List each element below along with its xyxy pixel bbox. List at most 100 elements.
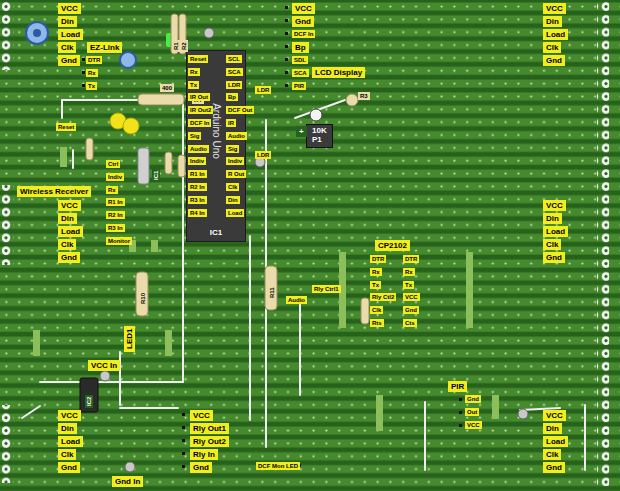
pin-label: SDL bbox=[292, 56, 308, 64]
part-label: + bbox=[296, 126, 307, 137]
pin-label: R2 In bbox=[188, 183, 207, 191]
pin-label: Din bbox=[58, 16, 77, 27]
capacitor-symbol bbox=[26, 22, 48, 44]
header-pin bbox=[285, 84, 288, 87]
pin-label: Clk bbox=[370, 306, 383, 314]
pin-label: Din bbox=[543, 213, 562, 224]
resistor-symbol bbox=[265, 266, 277, 310]
pin-label: CP2102 bbox=[375, 240, 410, 251]
pin-label: Reset bbox=[56, 123, 76, 131]
pin-label: IR Out2 bbox=[188, 106, 213, 114]
pin-label: VCC bbox=[543, 200, 566, 211]
pin-label: DCF In bbox=[292, 30, 315, 38]
pad-symbol bbox=[518, 409, 528, 419]
pin-label: Tx bbox=[403, 281, 414, 289]
pin-label: Load bbox=[226, 209, 244, 217]
pin-label: VCC bbox=[543, 3, 566, 14]
pin-label: R3 In bbox=[188, 196, 207, 204]
header-pin bbox=[285, 19, 288, 22]
part-label: 400 bbox=[160, 84, 174, 92]
header-band bbox=[376, 395, 383, 431]
header-pin bbox=[182, 452, 185, 455]
part-label: IC2 bbox=[85, 395, 93, 408]
wire bbox=[182, 100, 184, 382]
pin-label: VCC bbox=[403, 293, 420, 301]
pin-label: DTR bbox=[403, 255, 419, 263]
part-label: R11 bbox=[268, 285, 276, 300]
pin-label: R3 In bbox=[106, 224, 125, 232]
header-pin bbox=[182, 426, 185, 429]
pin-label: Gnd bbox=[58, 252, 80, 263]
pin-label: Gnd bbox=[543, 252, 565, 263]
header-pin bbox=[459, 424, 462, 427]
capacitor-symbol bbox=[33, 29, 41, 37]
resistor-symbol bbox=[361, 298, 369, 324]
resistor-symbol bbox=[86, 138, 93, 160]
capacitor-symbol bbox=[123, 118, 139, 134]
pin-label: Out bbox=[465, 408, 479, 416]
header-band bbox=[33, 330, 40, 356]
wire bbox=[62, 99, 150, 101]
pin-label: LCD Display bbox=[312, 67, 365, 78]
pin-label: R4 In bbox=[188, 209, 207, 217]
part-ref: IC1 bbox=[187, 228, 245, 237]
wire bbox=[424, 402, 426, 470]
part-label: IC1 bbox=[152, 169, 160, 182]
wire bbox=[249, 236, 251, 420]
pin-label: PIR bbox=[292, 82, 306, 90]
pin-label: Bp bbox=[292, 42, 309, 53]
pin-label: SCL bbox=[226, 55, 242, 63]
potentiometer-box: 10KP1 bbox=[306, 124, 333, 148]
pin-label: Gnd bbox=[58, 462, 80, 473]
header-pin bbox=[285, 45, 288, 48]
pin-label: Rly Out1 bbox=[190, 423, 229, 434]
pin-label: Audio bbox=[286, 296, 307, 304]
header-pin bbox=[285, 58, 288, 61]
pin-label: Rly In bbox=[190, 449, 218, 460]
pin-label: Din bbox=[543, 423, 562, 434]
wire bbox=[72, 150, 74, 168]
pin-label: VCC bbox=[58, 200, 81, 211]
pin-label: Cts bbox=[403, 319, 417, 327]
header-pin bbox=[285, 32, 288, 35]
pin-label: VCC bbox=[58, 3, 81, 14]
wire bbox=[299, 300, 301, 395]
pin-label: Indiv bbox=[226, 157, 244, 165]
pin-label: Sig bbox=[188, 132, 201, 140]
pin-label: VCC bbox=[190, 410, 213, 421]
pot-screw bbox=[310, 109, 322, 121]
pin-label: Clk bbox=[58, 239, 76, 250]
pin-label: Din bbox=[58, 423, 77, 434]
header-pin bbox=[82, 71, 85, 74]
edge-holes bbox=[2, 0, 14, 70]
pin-label: Rx bbox=[86, 69, 98, 77]
pin-label: VCC In bbox=[88, 360, 120, 371]
header-pin bbox=[459, 398, 462, 401]
pin-label: Load bbox=[58, 226, 83, 237]
header-band bbox=[151, 240, 158, 252]
part-label: R3 bbox=[358, 92, 370, 100]
pin-label: Reset bbox=[188, 55, 208, 63]
part-name: 10K bbox=[312, 127, 327, 136]
pin-label: Tx bbox=[86, 82, 97, 90]
pin-label: Load bbox=[543, 29, 568, 40]
pin-label: EZ-Link bbox=[87, 42, 122, 53]
pin-label: Audio bbox=[188, 145, 209, 153]
pin-label: IR Out bbox=[188, 93, 210, 101]
pin-label: Gnd In bbox=[112, 476, 143, 487]
pin-label: LDR bbox=[255, 86, 271, 94]
pin-label: PIR bbox=[448, 381, 467, 392]
part-label: R1 bbox=[172, 40, 180, 52]
header-pin bbox=[182, 465, 185, 468]
header-band bbox=[60, 147, 67, 167]
pin-label: Clk bbox=[543, 42, 561, 53]
pin-label: Indiv bbox=[106, 173, 124, 181]
pin-label: Monitor bbox=[106, 237, 132, 245]
pin-label: DCF Out bbox=[226, 106, 254, 114]
pin-label: Clk bbox=[543, 449, 561, 460]
wire bbox=[120, 407, 178, 409]
pin-label: Gnd bbox=[543, 462, 565, 473]
pin-label: Clk bbox=[58, 449, 76, 460]
pin-label: Audio bbox=[226, 132, 247, 140]
pin-label: VCC bbox=[58, 410, 81, 421]
